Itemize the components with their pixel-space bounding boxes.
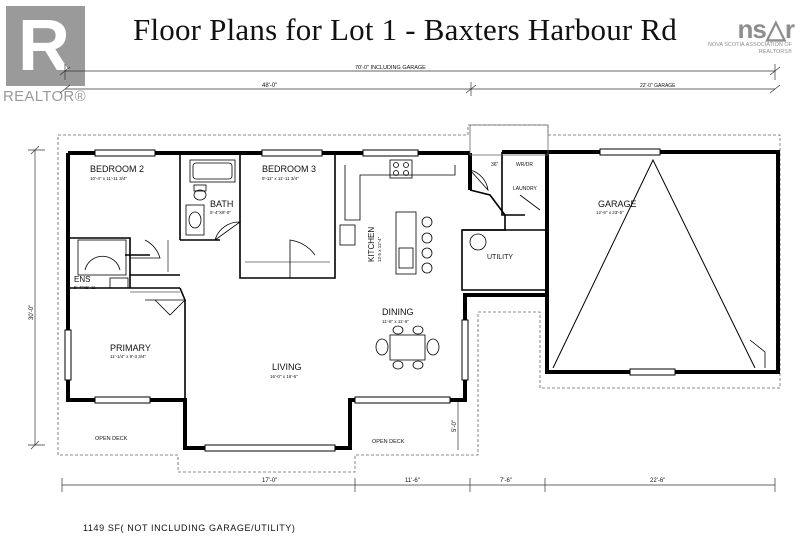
interior-walls [68,152,547,400]
realtor-logo-mark: R [6,6,85,86]
primary-size: 11'-1/4" x 9'-3 3/4" [110,354,147,359]
nsar-logo-mark: ns△r [737,14,795,44]
doors [130,169,766,370]
bedroom2-name: BEDROOM 2 [90,164,144,174]
living-size: 16'-0" x 16'-6" [270,374,298,379]
top-dimensions [59,64,781,96]
page-title: Floor Plans for Lot 1 - Baxters Harbour … [133,12,677,47]
kitchen-fixtures [339,159,456,275]
outer-dashed-outline [57,124,781,473]
bath-name: BATH [210,199,233,209]
living-name: LIVING [272,362,302,372]
square-footage-note: 1149 SF( NOT INCLUDING GARAGE/UTILITY) [83,523,296,533]
closet-shelving [130,240,330,293]
bedroom2-size: 10'-4" x 11'-11 3/4" [90,176,127,181]
bottom-dim-2: 11'-6" [405,478,420,484]
realtor-logo: R REALTOR® [0,0,95,108]
kitchen-size: 12-5 x 12'-4" [377,236,382,262]
ens-size: 5'-4"X5'-11 [74,285,96,290]
windows [64,148,676,452]
deck-left-name: OPEN DECK [95,436,128,442]
bedroom3-size: 9'-11" x 11'-11 3/4" [262,176,299,181]
ens-name: ENS [74,275,90,284]
bottom-dim-4: 22'-6" [650,478,665,484]
closet-36: 36" [491,162,499,168]
bath-size: 5'-4"X8'-0" [210,210,231,215]
bottom-dim-1: 17'-0" [262,478,277,484]
depth-dimension: 30'-0" [29,305,35,320]
dining-name: DINING [382,307,414,317]
bath-fixtures [77,159,236,289]
utility-bump-out [469,124,549,156]
laundry-name: LAUNDRY [513,186,537,192]
depth-dimension-line [28,145,45,450]
dining-table [375,325,440,370]
house-width-dimension: 48'-0" [262,83,277,89]
dining-size: 11'-6" x 11'-6" [382,319,409,324]
bedroom3-name: BEDROOM 3 [262,164,316,174]
nsar-logo-subtitle: NOVA SCOTIA ASSOCIATION OF REALTORS® [707,42,792,55]
garage-outline [552,158,756,369]
kitchen-name: KITCHEN [367,227,376,262]
deck-right-name: OPEN DECK [372,439,405,445]
realtor-logo-text: REALTOR® [3,88,86,105]
primary-name: PRIMARY [110,343,151,353]
deck-depth-dim: 5'-0" [452,420,458,432]
garage-size: 12'-6" x 23'-5" [596,210,624,215]
utility-name: UTILITY [487,254,513,261]
bottom-dimensions [61,400,776,492]
laundry-appliance: WR/DR [516,162,533,168]
overall-dimension: 70'-0" INCLUDING GARAGE [355,65,426,71]
nsar-logo: ns△r NOVA SCOTIA ASSOCIATION OF REALTORS… [700,14,800,64]
garage-width-dimension: 22'-0" GARAGE [640,83,676,89]
bottom-dim-3: 7'-6" [500,478,512,484]
garage-name: GARAGE [598,199,637,209]
